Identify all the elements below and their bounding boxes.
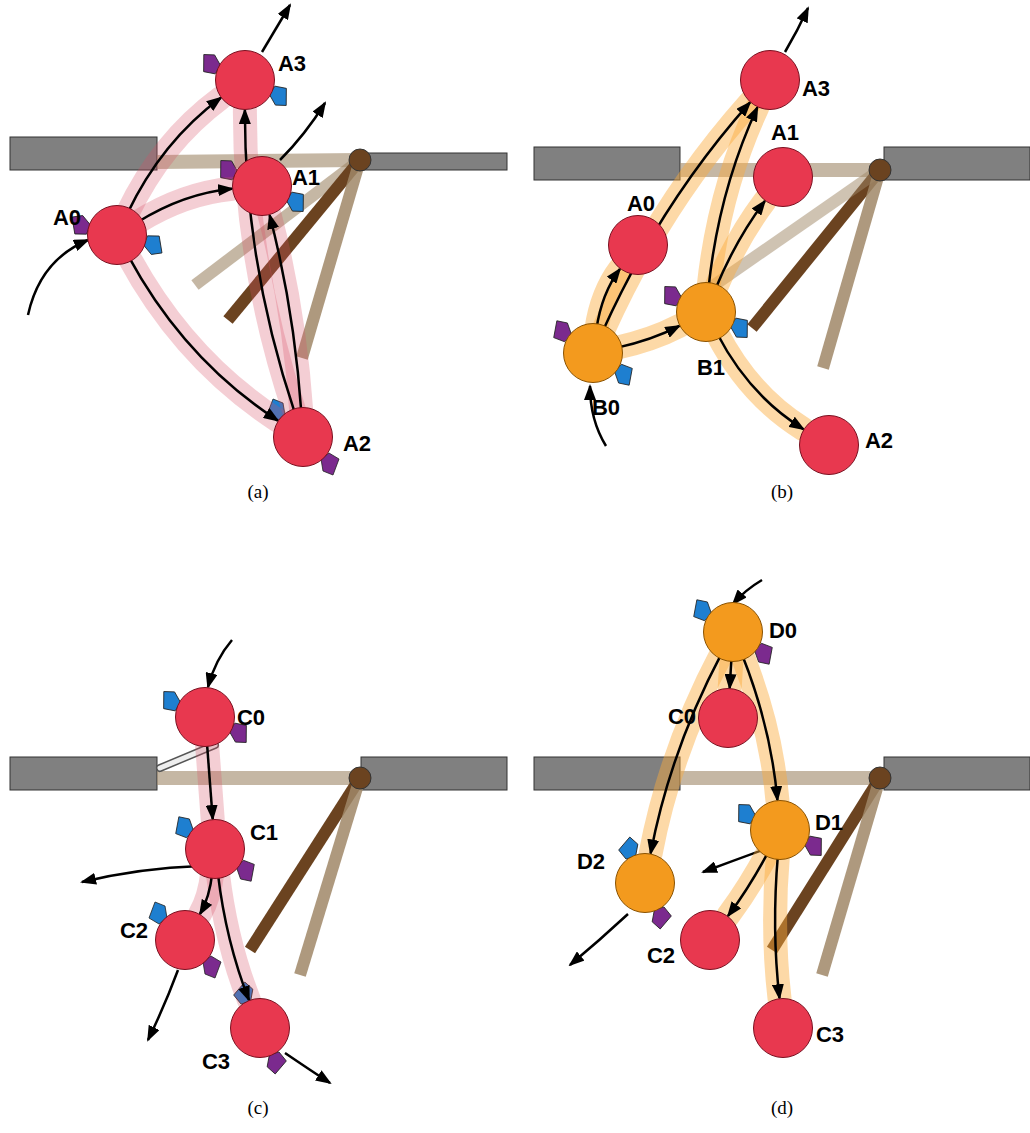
state-label: D1: [815, 812, 843, 834]
trajectory-band: [651, 653, 722, 853]
transition-arrow: [651, 653, 722, 853]
state-label: C1: [250, 822, 278, 844]
panel-caption: (b): [771, 481, 793, 503]
robot-state-circle: C2: [680, 910, 740, 970]
transition-arrow: [137, 189, 232, 223]
state-label: C2: [120, 920, 148, 942]
transition-arrow: [218, 873, 249, 1000]
robot-gripper: [551, 309, 635, 396]
state-label: B0: [592, 397, 620, 419]
state-label: A1: [771, 122, 799, 144]
state-label: C2: [647, 945, 675, 967]
robot-state-circle: D2: [615, 853, 675, 913]
transition-arrow: [200, 873, 212, 914]
transition-arrow: [128, 256, 278, 421]
state-label: A0: [627, 193, 655, 215]
robot-state-circle: C3: [753, 998, 813, 1058]
robot-state-circle: A3: [740, 50, 800, 110]
state-label: C3: [202, 1051, 230, 1073]
panel-caption: (c): [247, 1097, 268, 1119]
trajectory-band: [137, 189, 232, 223]
transition-arrow: [775, 854, 779, 998]
panel-caption: (a): [247, 481, 268, 503]
transition-arrow: [127, 98, 220, 214]
state-label: A3: [802, 78, 830, 100]
robot-state-circle: C3: [230, 998, 290, 1058]
transition-arrow: [717, 333, 804, 429]
robot-state-circle: C0: [698, 688, 758, 748]
free-arrows: [28, 5, 808, 1083]
state-label: A2: [865, 430, 893, 452]
state-label: A2: [343, 433, 371, 455]
robot-state-circle: C0: [175, 687, 235, 747]
robot-state-circle: B1: [676, 282, 736, 342]
robot-state-circle: A2: [799, 415, 859, 475]
trajectory-band: [218, 873, 249, 1000]
transition-arrow: [616, 326, 679, 348]
state-label: A3: [278, 53, 306, 75]
trajectory-band: [207, 741, 213, 819]
robot-state-circle: A0: [608, 215, 668, 275]
robot-state-circle: A2: [273, 407, 333, 467]
transition-arrow: [715, 201, 765, 290]
state-label: C0: [668, 706, 696, 728]
door-panel-c: [10, 745, 507, 975]
robot-state-circle: B0: [563, 323, 623, 383]
trajectory-band: [775, 854, 779, 998]
robot-gripper: [67, 184, 167, 286]
state-label: D2: [577, 851, 605, 873]
robot-state-circle: A3: [215, 50, 275, 110]
state-label: A1: [292, 167, 320, 189]
robot-state-circle: A1: [232, 156, 292, 216]
state-label: C0: [237, 707, 265, 729]
trajectory-band: [728, 851, 769, 916]
transition-arrow: [207, 741, 213, 819]
trajectory-band: [717, 333, 804, 429]
trajectory-band: [715, 201, 765, 290]
robot-state-circle: D1: [750, 800, 810, 860]
state-label: C3: [816, 1024, 844, 1046]
robot-state-circle: C1: [185, 819, 245, 879]
transition-arrow: [709, 107, 758, 288]
state-label: A0: [53, 207, 81, 229]
trajectory-band: [616, 326, 679, 348]
transition-arrow: [245, 110, 295, 414]
trajectory-band: [245, 110, 295, 414]
state-label: D0: [769, 620, 797, 642]
robot-state-circle: C2: [155, 910, 215, 970]
transition-arrow: [728, 851, 769, 916]
panel-caption: (d): [771, 1097, 793, 1119]
trajectory-band: [127, 98, 220, 214]
robot-state-circle: A0: [87, 205, 147, 265]
state-label: B1: [697, 357, 725, 379]
robot-state-circle: D0: [703, 602, 763, 662]
robot-state-circle: A1: [753, 147, 813, 207]
